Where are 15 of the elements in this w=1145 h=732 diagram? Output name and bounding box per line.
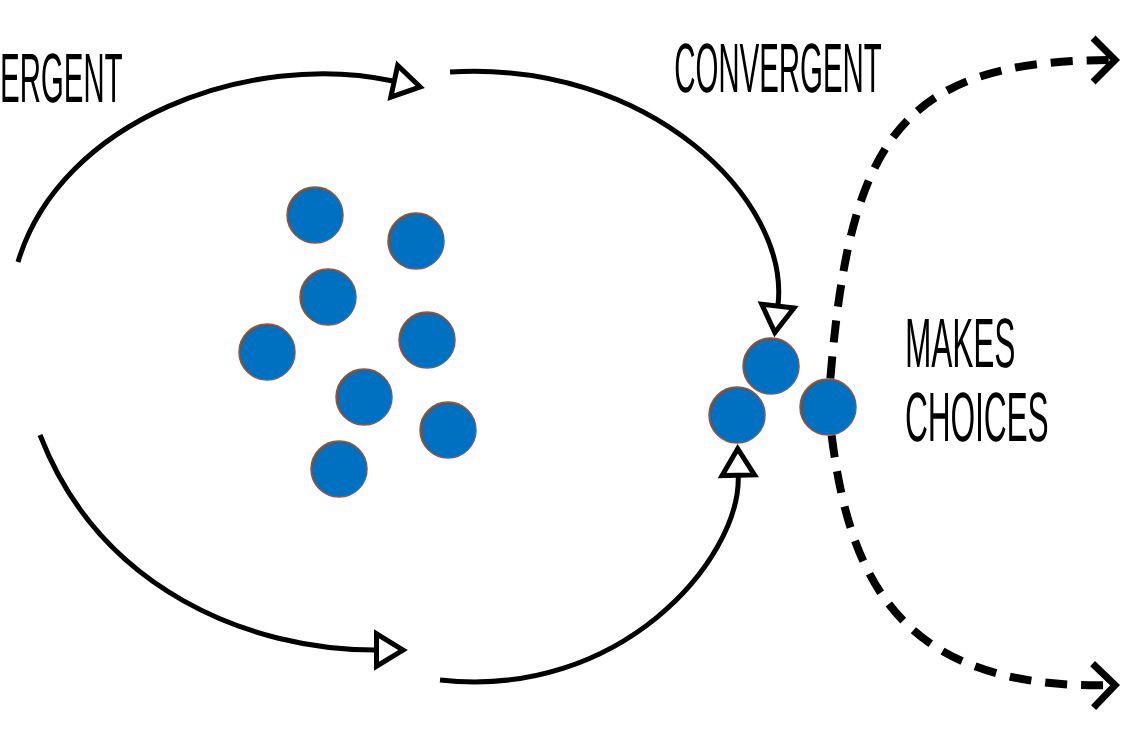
handwritten-label: ERGENT: [2, 53, 122, 103]
dot: [419, 401, 477, 459]
dot: [286, 186, 344, 244]
dot: [799, 378, 857, 436]
dot: [708, 386, 766, 444]
dot: [310, 440, 368, 498]
dot: [238, 323, 296, 381]
handwritten-label: CONVERGENT: [675, 43, 882, 93]
dot: [387, 212, 445, 270]
dot: [398, 311, 456, 369]
dot: [335, 368, 393, 426]
arrow: [827, 434, 1120, 711]
dot: [299, 268, 357, 326]
dot: [742, 337, 800, 395]
handwritten-label: MAKES CHOICES: [906, 318, 1048, 442]
